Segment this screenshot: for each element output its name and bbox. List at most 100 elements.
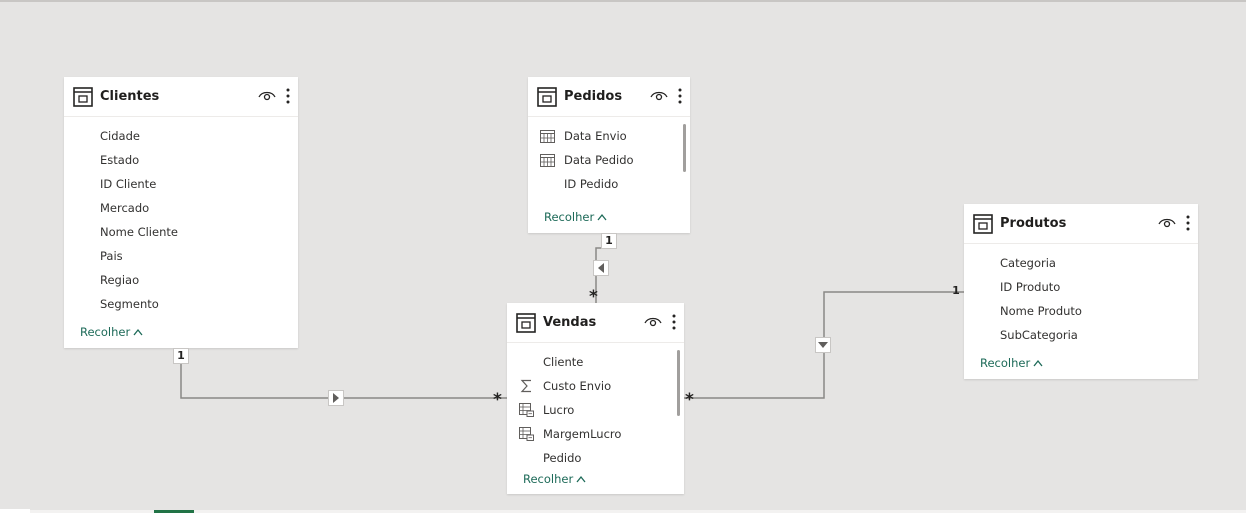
calculated-table-icon	[519, 403, 534, 417]
field-item[interactable]: Nome Produto	[964, 299, 1198, 323]
field-label: Mercado	[100, 201, 150, 215]
cardinality-one-label: 1	[952, 284, 960, 297]
table-title: Pedidos	[564, 89, 623, 104]
filter-direction-left-icon[interactable]	[593, 260, 609, 276]
table-card-clientes[interactable]: Clientes Cidade Estado ID Cliente Mercad…	[64, 77, 298, 348]
table-icon	[537, 86, 557, 107]
field-item[interactable]: Custo Envio	[507, 374, 684, 398]
field-label: Categoria	[1000, 256, 1056, 270]
eye-icon[interactable]	[650, 89, 668, 103]
field-item[interactable]: Segmento	[64, 292, 298, 316]
scrollbar[interactable]	[683, 124, 686, 172]
field-label: ID Cliente	[100, 177, 157, 191]
table-title: Clientes	[100, 89, 160, 104]
table-card-vendas[interactable]: Vendas Cliente Custo Envio Lucro MargemL…	[507, 303, 684, 494]
filter-direction-down-icon[interactable]	[815, 337, 831, 353]
card-header: Produtos	[964, 204, 1198, 244]
field-item[interactable]: ID Cliente	[64, 172, 298, 196]
field-item[interactable]: Data Pedido	[528, 148, 690, 172]
field-item[interactable]: Cidade	[64, 124, 298, 148]
collapse-label: Recolher	[80, 325, 131, 339]
field-label: Lucro	[543, 403, 575, 417]
table-title: Vendas	[543, 315, 597, 330]
table-icon	[516, 312, 536, 333]
field-label: Segmento	[100, 297, 159, 311]
field-item[interactable]: Pedido	[507, 446, 684, 470]
field-label: Data Envio	[564, 129, 627, 143]
field-label: Cidade	[100, 129, 140, 143]
field-item[interactable]: Cliente	[507, 350, 684, 374]
field-label: ID Pedido	[564, 177, 619, 191]
card-header: Pedidos	[528, 77, 690, 117]
field-item[interactable]: Nome Cliente	[64, 220, 298, 244]
chevron-up-icon	[133, 328, 143, 336]
collapse-label: Recolher	[523, 472, 574, 486]
chevron-up-icon	[1033, 359, 1043, 367]
cardinality-many-label: *	[685, 390, 694, 410]
table-icon	[973, 213, 993, 234]
cardinality-one-label: 1	[601, 233, 617, 249]
field-item[interactable]: ID Produto	[964, 275, 1198, 299]
field-label: MargemLucro	[543, 427, 622, 441]
chevron-up-icon	[597, 213, 607, 221]
field-list: Categoria ID Produto Nome Produto SubCat…	[964, 244, 1198, 347]
more-options-icon[interactable]	[283, 88, 293, 106]
field-item[interactable]: Estado	[64, 148, 298, 172]
collapse-link[interactable]: Recolher	[523, 472, 586, 486]
cardinality-one-label: 1	[173, 348, 189, 364]
field-list: Cliente Custo Envio Lucro MargemLucro Pe…	[507, 343, 684, 470]
cardinality-many-label: *	[493, 390, 502, 410]
field-label: Data Pedido	[564, 153, 634, 167]
field-item[interactable]: Categoria	[964, 251, 1198, 275]
card-header: Vendas	[507, 303, 684, 343]
more-options-icon[interactable]	[675, 88, 685, 106]
collapse-link[interactable]: Recolher	[80, 325, 143, 339]
field-label: Nome Produto	[1000, 304, 1082, 318]
relationship-line-clientes-vendas	[180, 362, 507, 399]
field-label: ID Produto	[1000, 280, 1061, 294]
eye-icon[interactable]	[258, 89, 276, 103]
field-item[interactable]: MargemLucro	[507, 422, 684, 446]
field-label: Cliente	[543, 355, 584, 369]
active-layout-tab[interactable]	[154, 510, 194, 513]
field-label: Estado	[100, 153, 140, 167]
cardinality-many-label: *	[589, 287, 598, 307]
table-card-produtos[interactable]: Produtos Categoria ID Produto Nome Produ…	[964, 204, 1198, 379]
card-header: Clientes	[64, 77, 298, 117]
table-icon	[73, 86, 93, 107]
field-item[interactable]: Data Envio	[528, 124, 690, 148]
more-options-icon[interactable]	[1183, 215, 1193, 233]
status-strip	[0, 510, 1246, 513]
field-item[interactable]: Pais	[64, 244, 298, 268]
layout-tab-area	[0, 509, 30, 513]
chevron-up-icon	[576, 475, 586, 483]
field-list: Data Envio Data Pedido ID Pedido	[528, 117, 690, 196]
eye-icon[interactable]	[1158, 216, 1176, 230]
collapse-link[interactable]: Recolher	[544, 210, 607, 224]
calculated-table-icon	[519, 427, 534, 441]
field-label: Custo Envio	[543, 379, 612, 393]
field-label: SubCategoria	[1000, 328, 1078, 342]
field-item[interactable]: Regiao	[64, 268, 298, 292]
field-item[interactable]: SubCategoria	[964, 323, 1198, 347]
field-label: Regiao	[100, 273, 140, 287]
collapse-link[interactable]: Recolher	[980, 356, 1043, 370]
collapse-label: Recolher	[980, 356, 1031, 370]
field-item[interactable]: ID Pedido	[528, 172, 690, 196]
field-label: Pedido	[543, 451, 582, 465]
collapse-label: Recolher	[544, 210, 595, 224]
field-item[interactable]: Mercado	[64, 196, 298, 220]
calendar-icon	[540, 153, 555, 167]
table-card-pedidos[interactable]: Pedidos Data Envio Data Pedido ID Pedido…	[528, 77, 690, 233]
field-list: Cidade Estado ID Cliente Mercado Nome Cl…	[64, 117, 298, 316]
eye-icon[interactable]	[644, 315, 662, 329]
field-label: Nome Cliente	[100, 225, 178, 239]
field-item[interactable]: Lucro	[507, 398, 684, 422]
scrollbar[interactable]	[677, 350, 680, 416]
calendar-icon	[540, 129, 555, 143]
filter-direction-right-icon[interactable]	[328, 390, 344, 406]
top-border	[0, 0, 1246, 2]
more-options-icon[interactable]	[669, 314, 679, 332]
sigma-icon	[519, 379, 534, 393]
field-label: Pais	[100, 249, 123, 263]
